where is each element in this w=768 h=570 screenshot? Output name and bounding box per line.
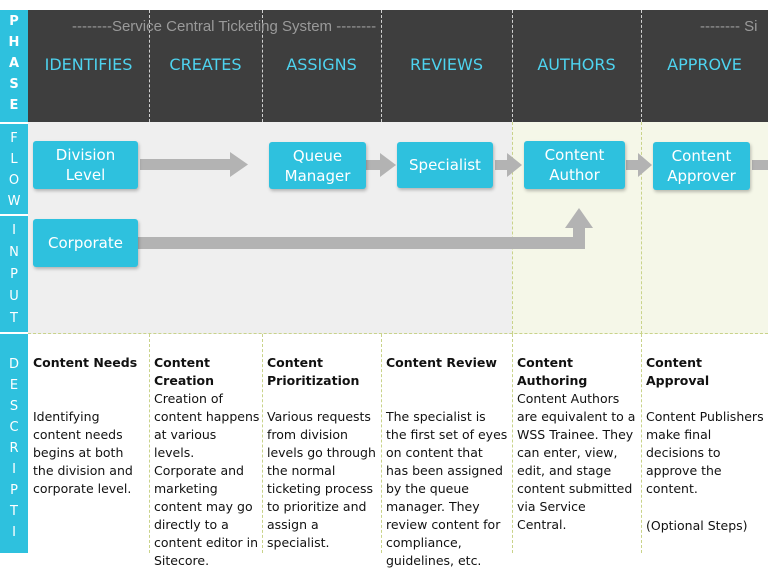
column-divider — [149, 334, 150, 553]
phase-assigns: ASSIGNS — [286, 55, 357, 74]
phase-identifies: IDENTIFIES — [44, 55, 133, 74]
system-banner-right: -------- Si — [700, 18, 758, 35]
sidebar-letter: P — [10, 483, 18, 498]
arrow-corporate-to-author — [137, 237, 585, 249]
sidebar-letter: W — [7, 194, 21, 209]
phase-authors: AUTHORS — [537, 55, 616, 74]
desc-body-content-approval: Content Publishers make final decisions … — [646, 409, 764, 496]
phase-creates: CREATES — [169, 55, 242, 74]
desc-body-content-prioritization: Various requests from division levels go… — [267, 409, 376, 550]
sidebar-letter: F — [10, 131, 18, 146]
sidebar-letter: D — [8, 357, 19, 372]
arrowhead — [565, 208, 593, 228]
box-queue-manager: Queue Manager — [269, 142, 366, 189]
desc-body-content-needs: Identifying content needs begins at both… — [33, 409, 133, 496]
description-top-border — [28, 333, 768, 334]
arrow-approver-out — [752, 160, 768, 170]
desc-title-content-approval: Content Approval — [646, 355, 710, 388]
box-specialist: Specialist — [397, 142, 493, 188]
sidebar-letter: T — [10, 504, 18, 519]
desc-title-content-authoring: Content Authoring — [517, 355, 588, 388]
column-divider — [512, 122, 513, 334]
sidebar-letter: C — [9, 420, 19, 435]
desc-body-content-review: The specialist is the first set of eyes … — [386, 409, 508, 568]
column-divider — [381, 10, 382, 122]
sidebar-letter: P — [10, 267, 18, 282]
arrow-corporate-to-author-rise — [573, 226, 585, 249]
arrowhead — [230, 152, 248, 177]
sidebar-letter: P — [9, 14, 19, 29]
flow-arrows — [137, 152, 768, 249]
arrow-division-to-queue — [140, 159, 232, 170]
column-divider — [641, 10, 642, 122]
sidebar-letter: E — [9, 98, 19, 113]
sidebar-letter: I — [12, 462, 16, 477]
arrow-specialist-to-author — [495, 160, 509, 170]
sidebar-flow: F L O W — [0, 124, 28, 214]
arrowhead — [638, 153, 652, 177]
desc-body-content-authoring: Content Authors are equivalent to a WSS … — [517, 391, 636, 532]
arrow-queue-to-specialist — [366, 160, 382, 170]
box-corporate: Corporate — [33, 219, 138, 267]
sidebar-description: D E S C R I P T I — [0, 334, 28, 553]
desc-title-content-creation: Content Creation — [154, 355, 214, 388]
system-banner: --------Service Central Ticketing System… — [72, 18, 377, 35]
column-divider — [262, 334, 263, 553]
sidebar-letter: L — [10, 152, 18, 167]
sidebar-phase: P H A S E — [0, 10, 28, 122]
sidebar-letter: S — [9, 77, 19, 92]
column-divider — [641, 122, 642, 334]
box-content-author: Content Author — [524, 141, 625, 189]
sidebar-letter: S — [9, 399, 19, 414]
arrowhead — [507, 153, 522, 177]
desc-title-content-review: Content Review — [386, 355, 497, 370]
desc-title-content-needs: Content Needs — [33, 355, 138, 370]
sidebar-letter: I — [12, 525, 16, 540]
box-content-approver: Content Approver — [653, 142, 750, 190]
column-divider — [149, 10, 150, 122]
column-divider — [262, 10, 263, 122]
phase-header — [28, 10, 768, 122]
column-divider — [512, 10, 513, 122]
sidebar-letter: U — [9, 289, 19, 304]
column-divider — [381, 334, 382, 553]
sidebar-letter: O — [8, 173, 20, 188]
box-division-level: Division Level — [33, 141, 138, 189]
sidebar-letter: I — [12, 223, 16, 238]
sidebar-letter: N — [9, 245, 19, 260]
sidebar-letter: R — [9, 441, 19, 456]
sidebar-letter: H — [8, 35, 20, 50]
sidebar-letter: E — [9, 378, 19, 393]
column-divider — [512, 334, 513, 553]
arrow-author-to-approver — [626, 160, 640, 170]
sidebar-input: I N P U T — [0, 216, 28, 332]
desc-title-content-prioritization: Content Prioritization — [267, 355, 360, 388]
phase-reviews: REVIEWS — [410, 55, 483, 74]
sidebar-letter: T — [10, 311, 18, 326]
column-divider — [641, 334, 642, 553]
phase-approve: APPROVE — [667, 55, 742, 74]
arrowhead — [380, 153, 396, 177]
sidebar-letter: A — [8, 56, 20, 71]
desc-note-optional-steps: (Optional Steps) — [646, 518, 748, 533]
desc-body-content-creation: Creation of content happens at various l… — [154, 391, 260, 568]
